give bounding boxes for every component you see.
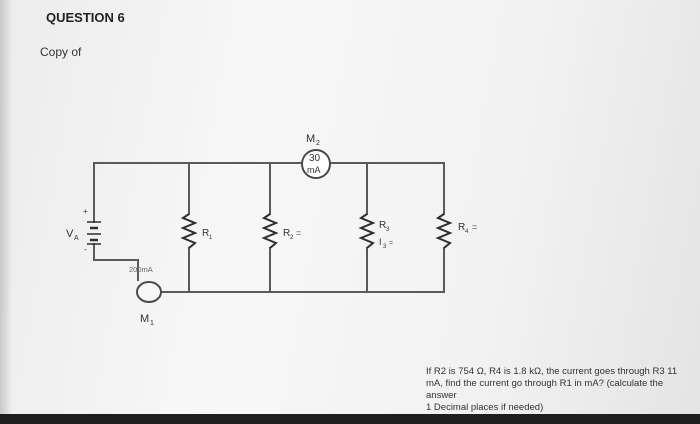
r1-resistor	[180, 213, 198, 249]
meter2-label: M	[306, 133, 315, 145]
meter1-reading: 200mA	[129, 265, 153, 274]
meter1-label: M	[140, 313, 149, 325]
question-text: If R2 is 754 Ω, R4 is 1.8 kΩ, the curren…	[426, 366, 686, 414]
source-plus-sign: +	[83, 207, 88, 216]
r3-current-subscript: 3	[383, 244, 387, 250]
copy-of-label: Copy of	[40, 45, 82, 59]
r3-resistor	[358, 213, 376, 249]
question-text-line2: 1 Decimal places if needed)	[426, 402, 544, 413]
r2-equals: =	[296, 228, 301, 238]
meter2-reading-unit: mA	[307, 165, 321, 175]
source-minus-sign: -	[84, 245, 87, 254]
question-header: QUESTION 6	[46, 10, 125, 25]
left-edge-shadow	[0, 0, 12, 424]
r2-resistor	[261, 213, 279, 249]
r1-subscript: 1	[209, 235, 213, 241]
r4-equals: =	[472, 222, 477, 232]
source-label: V	[66, 228, 74, 240]
meter1-subscript: 1	[150, 320, 154, 327]
meter2-reading-value: 30	[309, 153, 321, 164]
r3-label: R	[379, 220, 386, 231]
r3-subscript: 3	[386, 227, 390, 233]
meter2-circle	[301, 149, 331, 179]
r3-current-label: I	[379, 237, 382, 247]
r3-current-equals: =	[389, 240, 393, 247]
r4-subscript: 4	[465, 229, 469, 235]
r4-label: R	[458, 222, 465, 233]
source-label-subscript: A	[74, 235, 79, 242]
r2-label: R	[283, 228, 290, 239]
bottom-dark-bar	[0, 414, 700, 424]
r1-label: R	[202, 228, 209, 239]
battery-symbol	[87, 221, 101, 245]
r4-resistor	[435, 213, 453, 249]
meter2-subscript: 2	[316, 140, 320, 147]
r2-subscript: 2	[290, 235, 294, 241]
question-text-line1: If R2 is 754 Ω, R4 is 1.8 kΩ, the curren…	[426, 366, 678, 401]
circuit-wires	[93, 162, 445, 293]
meter1-circle	[136, 281, 162, 303]
